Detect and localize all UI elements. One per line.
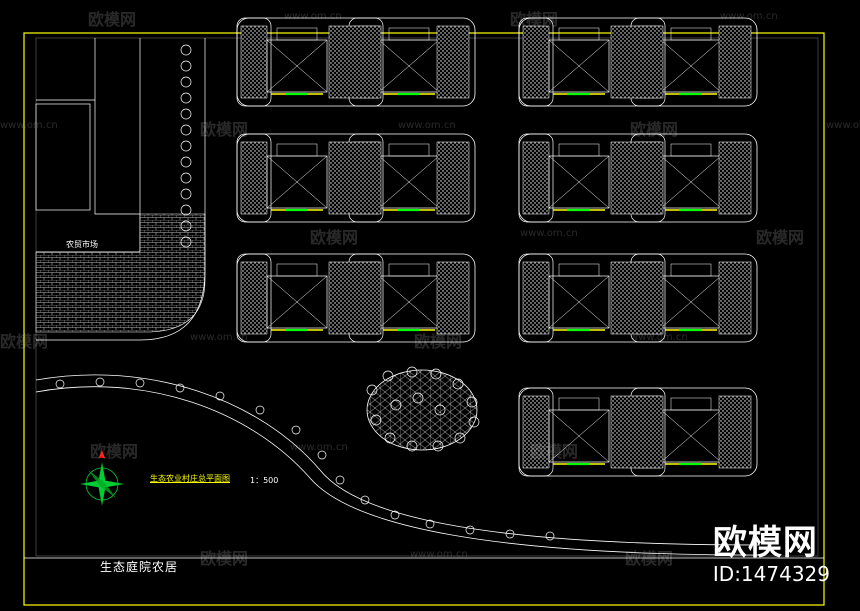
watermark-url: www.om.cn [720,11,778,22]
watermark-brand: 欧模网 [200,120,249,139]
house-unit [518,387,610,477]
watermark-logo: 欧模网 [712,523,818,563]
market-road-curve-2 [36,38,206,341]
house-row-2-left [236,133,476,223]
watermark-url: www.om.cn [520,228,578,239]
watermark-brand: 欧模网 [756,228,805,247]
house-row-3-left [236,253,476,343]
house-row-2-right [518,133,758,223]
house-unit [236,17,328,107]
watermark-url: www.om.cn [190,332,248,343]
house-unit [236,133,328,223]
watermark-badge: 欧模网 ID:1474329 [713,524,830,586]
watermark-url: www.om.cn [826,120,860,131]
market-label: 农贸市场 [66,240,98,249]
house-unit [518,133,610,223]
watermark-brand: 欧模网 [630,120,679,139]
house-unit [236,253,328,343]
house-row-4-right [518,387,758,477]
watermark-brand: 欧模网 [530,442,579,461]
watermark-brand: 欧模网 [510,10,559,29]
watermark-url: www.om.cn [398,120,456,131]
watermark-brand: 欧模网 [200,549,249,568]
house-row-top-right [518,17,758,107]
plan-title: 生态农业村庄总平面图 [150,474,230,483]
market-road-outline [36,38,141,253]
house-row-3-right [518,253,758,343]
watermark-brand: 欧模网 [0,332,49,351]
house-unit [518,253,610,343]
watermark-brand: 欧模网 [88,10,137,29]
house-row-top-left [236,17,476,107]
watermark-url: www.om.cn [410,549,468,560]
watermark-url: www.om.cn [284,11,342,22]
drawing-title: 生态庭院农居 [100,560,179,574]
watermark-url: www.om.cn [630,332,688,343]
watermark-brand: 欧模网 [90,442,139,461]
tree-row [180,44,192,248]
outer-frame [23,32,825,606]
plan-scale: 1：500 [250,476,279,485]
watermark-url: www.om.cn [0,120,58,131]
central-garden [366,369,478,451]
road-trees [55,377,555,541]
watermark-brand: 欧模网 [310,228,359,247]
watermark-brand: 欧模网 [625,549,674,568]
market-building [35,103,91,211]
north-arrow-icon [80,450,124,506]
market-plaza-paving [35,213,206,333]
watermark-id: ID:1474329 [712,562,830,586]
watermark-url: www.om.cn [290,442,348,453]
garden-trees [366,366,480,452]
winding-road-outer [35,374,761,546]
house-unit [518,17,610,107]
winding-road-inner [35,386,761,556]
watermark-brand: 欧模网 [414,332,463,351]
